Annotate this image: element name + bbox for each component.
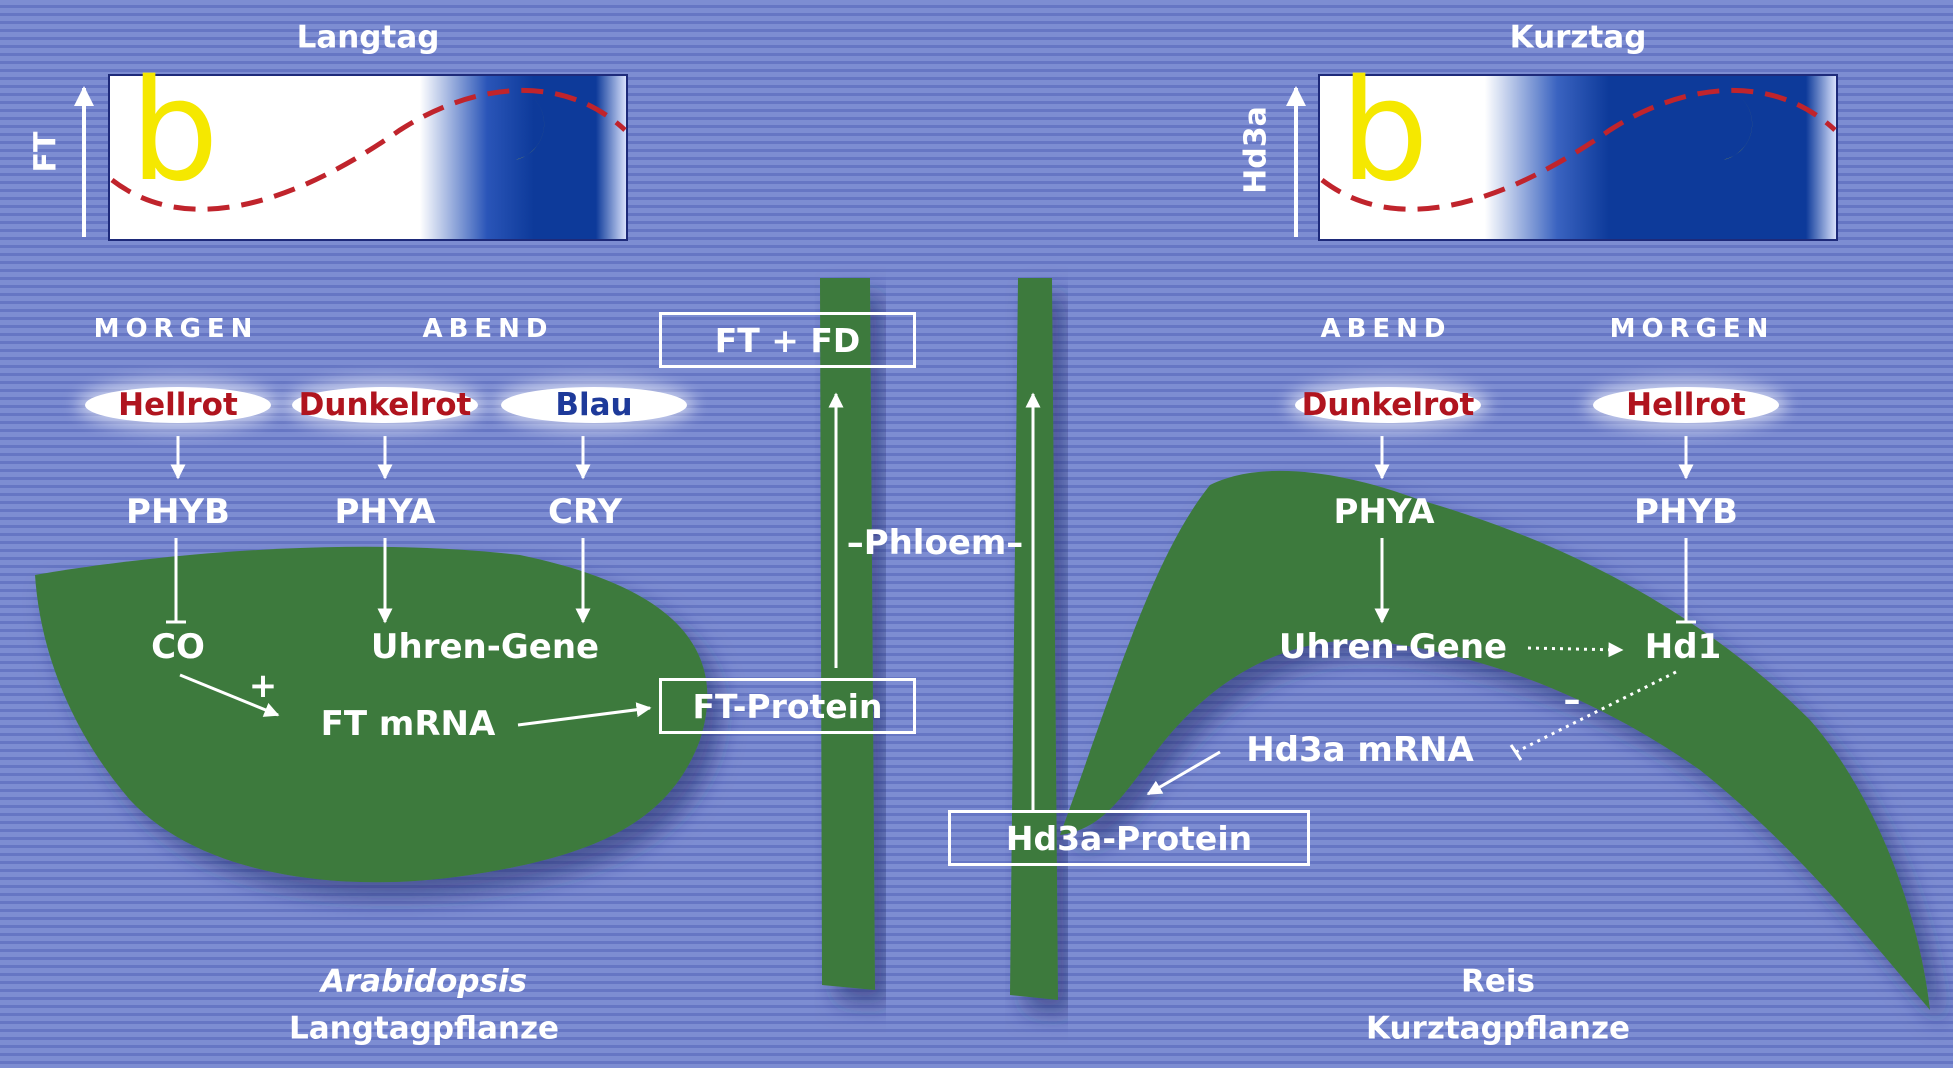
arrow-co-ftmrna	[179, 673, 280, 717]
plus-sign: +	[248, 666, 278, 706]
arrow-ftmrna-protein	[517, 702, 652, 727]
arabidopsis-stem	[820, 278, 875, 990]
label-morgen-rice: MORGEN	[1609, 314, 1775, 344]
short-day-title: Kurztag	[1509, 19, 1647, 56]
label-phya-rice: PHYA	[1333, 492, 1435, 532]
label-abend: ABEND	[422, 314, 554, 344]
rice-leaf	[1060, 470, 1930, 1011]
label-phloem: –Phloem–	[846, 523, 1024, 563]
long-day-panel	[108, 74, 628, 241]
label-hd1: Hd1	[1644, 627, 1722, 667]
light-dunkelrot-rice: Dunkelrot	[1295, 387, 1481, 423]
label-phyb-rice: PHYB	[1634, 492, 1738, 532]
short-day-panel	[1318, 74, 1838, 241]
label-ft-mrna: FT mRNA	[320, 704, 496, 744]
label-uhren-gene: Uhren-Gene	[370, 627, 600, 667]
arabidopsis-leaf	[35, 546, 708, 883]
ft-expression-curve	[110, 87, 627, 212]
hd3a-expression-curve	[1320, 87, 1837, 212]
species-reis: Reis	[1461, 963, 1535, 1000]
type-kurztagpflanze: Kurztagpflanze	[1365, 1010, 1631, 1047]
label-phya: PHYA	[334, 492, 436, 532]
minus-sign: –	[1563, 680, 1581, 720]
panel-letter-b: b	[130, 50, 219, 213]
ft-fd-box: FT + FD	[659, 312, 916, 368]
label-phyb: PHYB	[126, 492, 230, 532]
species-arabidopsis: Arabidopsis	[320, 963, 528, 1000]
label-abend-rice: ABEND	[1320, 314, 1452, 344]
ft-axis-label: FT	[28, 131, 64, 173]
hd3a-axis-label: Hd3a	[1238, 106, 1274, 194]
light-blau: Blau	[501, 387, 687, 423]
ft-protein-box: FT-Protein	[659, 678, 916, 734]
hd3a-protein-box: Hd3a-Protein	[948, 810, 1310, 866]
light-dunkelrot: Dunkelrot	[292, 387, 478, 423]
arrow-hd3amrna-protein	[1146, 750, 1221, 796]
inhibit-bar	[1509, 744, 1523, 761]
long-day-title: Langtag	[296, 19, 440, 56]
panel-letter-b: b	[1340, 50, 1429, 213]
light-hellrot: Hellrot	[85, 387, 271, 423]
label-cry: CRY	[548, 492, 622, 532]
type-langtagpflanze: Langtagpflanze	[288, 1010, 560, 1047]
dotted-inhibit-hd1-hd3a	[1515, 670, 1677, 754]
label-uhren-gene-rice: Uhren-Gene	[1278, 627, 1508, 667]
label-co: CO	[151, 627, 205, 667]
label-morgen: MORGEN	[93, 314, 259, 344]
light-hellrot-rice: Hellrot	[1593, 387, 1779, 423]
label-hd3a-mrna: Hd3a mRNA	[1246, 730, 1474, 770]
